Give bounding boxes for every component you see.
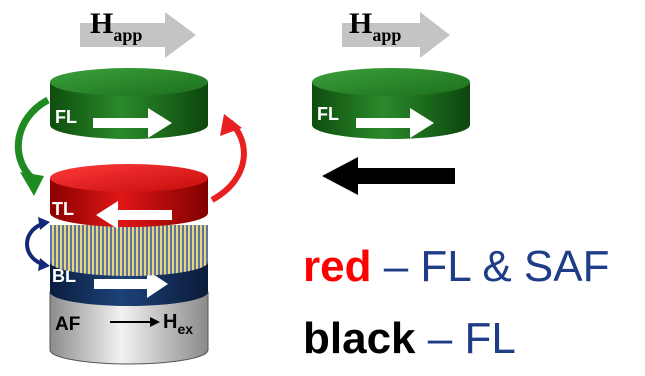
red-coupling-arrow — [210, 114, 247, 203]
exchange-field-label: Hex — [163, 311, 193, 337]
antiferromagnet-layer — [49, 291, 209, 365]
legend-key-red: red — [303, 242, 372, 291]
exchange-field-arrow — [110, 317, 160, 327]
applied-field-label-left: Happ — [90, 7, 142, 45]
green-coupling-arrow — [14, 96, 50, 196]
top-layer-label: TL — [52, 199, 74, 219]
applied-field-arrow-left: Happ — [80, 7, 196, 58]
navy-coupling-arrow — [25, 217, 50, 271]
single-free-layer-arrow — [356, 108, 434, 138]
legend-key-black: black — [303, 314, 416, 363]
bottom-layer-arrow — [94, 270, 168, 298]
top-layer-arrow — [96, 201, 172, 229]
single-free-layer-label: FL — [317, 104, 339, 124]
applied-field-label-right: Happ — [349, 7, 401, 45]
antiferromagnet-label: AF — [55, 314, 80, 335]
legend-line-black: black – FL — [303, 317, 516, 361]
free-layer-arrow — [93, 108, 172, 138]
free-layer — [50, 68, 208, 139]
legend-line-red: red – FL & SAF — [303, 245, 610, 289]
spacer-layer — [50, 225, 208, 276]
applied-field-arrow-right: Happ — [342, 7, 450, 58]
legend-description-red: – FL & SAF — [383, 242, 610, 291]
free-layer-label: FL — [55, 107, 77, 127]
legend-description-black: – FL — [427, 314, 516, 363]
black-switching-arrow — [322, 157, 455, 195]
